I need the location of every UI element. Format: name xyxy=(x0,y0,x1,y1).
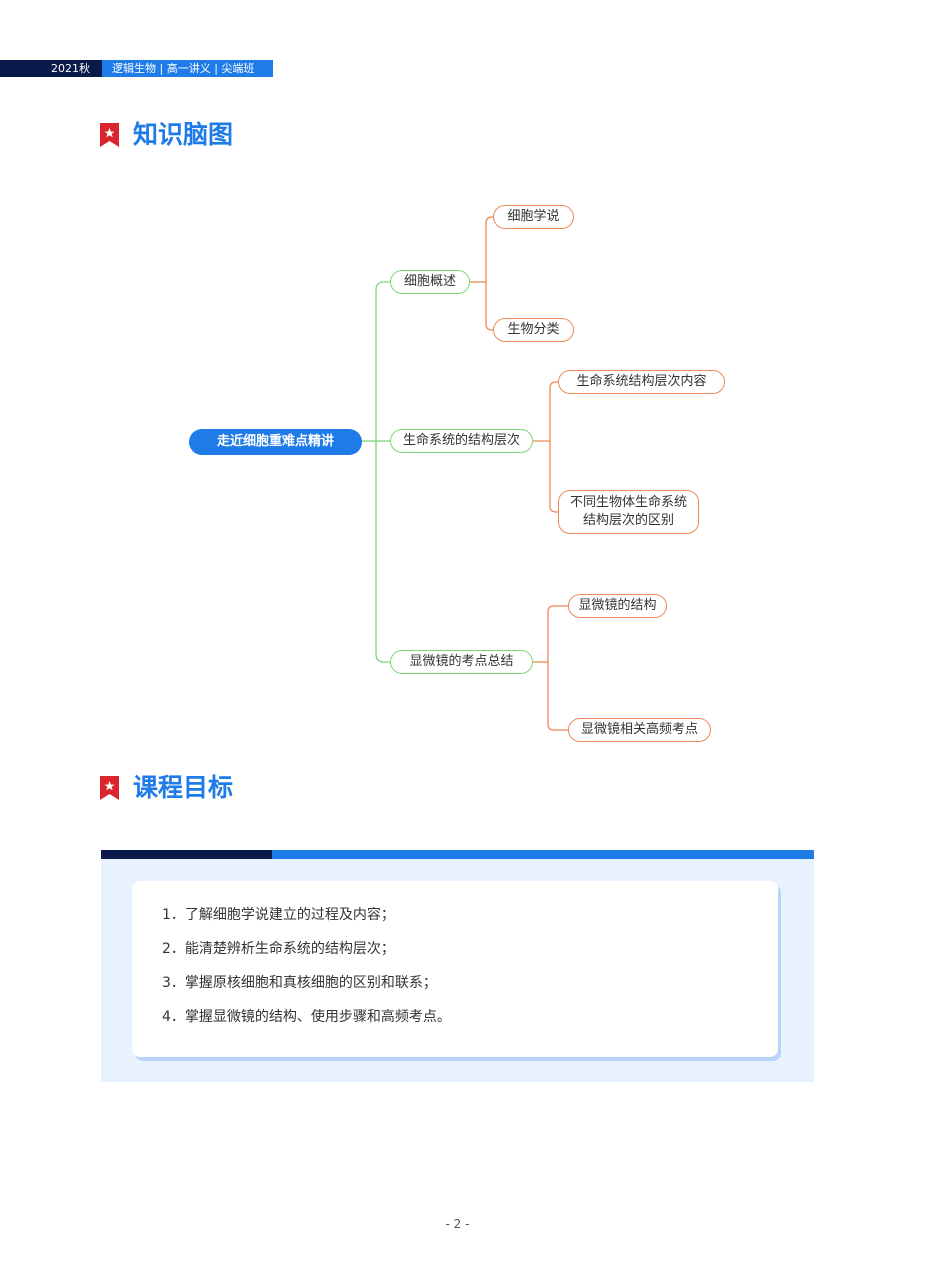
mindmap-branch-node: 显微镜的考点总结 xyxy=(390,650,533,674)
mindmap-leaf-node: 显微镜相关高频考点 xyxy=(568,718,711,742)
goal-item: 2．能清楚辨析生命系统的结构层次； xyxy=(162,941,395,957)
mindmap-branch-node: 细胞概述 xyxy=(390,270,470,294)
mindmap-branch-node: 生命系统的结构层次 xyxy=(390,429,533,453)
mindmap-leaf-node: 显微镜的结构 xyxy=(568,594,667,618)
mindmap-leaf-node: 生命系统结构层次内容 xyxy=(558,370,725,394)
bookmark-star-icon xyxy=(100,776,119,800)
goal-item: 3．掌握原核细胞和真核细胞的区别和联系； xyxy=(162,975,437,991)
bookmark-star-icon xyxy=(100,123,119,147)
goals-top-bar-dark xyxy=(101,850,272,859)
mindmap-leaf-node: 细胞学说 xyxy=(493,205,574,229)
page-number: - 2 - xyxy=(445,1217,470,1231)
goal-item: 4．掌握显微镜的结构、使用步骤和高频考点。 xyxy=(162,1009,451,1025)
goals-top-bar-blue xyxy=(272,850,814,859)
section-title: 知识脑图 xyxy=(133,120,234,149)
header-course-title: 逻辑生物 | 高一讲义 | 尖端班 xyxy=(102,60,273,77)
section-title: 课程目标 xyxy=(133,773,234,802)
goal-item: 1．了解细胞学说建立的过程及内容； xyxy=(162,907,395,923)
header-year: 2021秋 xyxy=(0,60,102,77)
mindmap-leaf-node: 不同生物体生命系统结构层次的区别 xyxy=(558,490,699,534)
goals-card: 1．了解细胞学说建立的过程及内容； 2．能清楚辨析生命系统的结构层次； 3．掌握… xyxy=(132,881,778,1057)
mindmap-root-node: 走近细胞重难点精讲 xyxy=(189,429,362,455)
mindmap-leaf-node: 生物分类 xyxy=(493,318,574,342)
